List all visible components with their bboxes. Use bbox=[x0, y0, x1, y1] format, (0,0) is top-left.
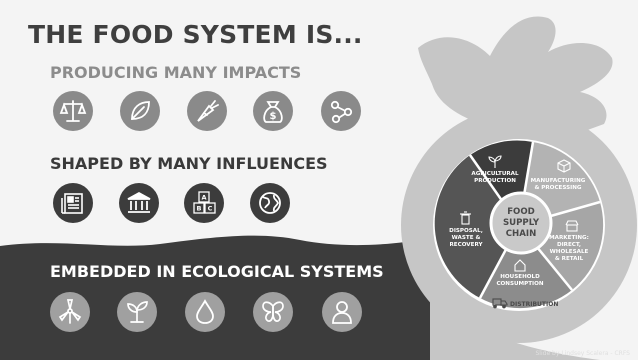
svg-text:MANUFACTURING: MANUFACTURING bbox=[531, 178, 586, 184]
svg-text:WHOLESALE: WHOLESALE bbox=[550, 249, 589, 255]
label-agricultural-production: AGRICULTURAL PRODUCTION bbox=[471, 171, 519, 184]
center-line-3: CHAIN bbox=[506, 229, 537, 239]
government-building-icon bbox=[119, 183, 159, 223]
water-drop-icon bbox=[185, 292, 225, 332]
label-household-consumption: HOUSEHOLD CONSUMPTION bbox=[496, 274, 543, 287]
section-heading-ecological: EMBEDDED IN ECOLOGICAL SYSTEMS bbox=[50, 262, 384, 281]
segment-household-consumption bbox=[480, 225, 572, 309]
center-line-2: SUPPLY bbox=[503, 218, 540, 228]
wind-turbine-icon bbox=[50, 292, 90, 332]
box-icon bbox=[557, 159, 571, 173]
leaf-icon bbox=[120, 91, 160, 131]
svg-text:DISPOSAL,: DISPOSAL, bbox=[449, 228, 483, 234]
svg-text:RECOVERY: RECOVERY bbox=[449, 242, 483, 248]
trash-icon bbox=[460, 211, 471, 225]
page-title: THE FOOD SYSTEM IS... bbox=[28, 20, 363, 49]
svg-text:PRODUCTION: PRODUCTION bbox=[474, 178, 516, 184]
svg-text:& PROCESSING: & PROCESSING bbox=[534, 185, 581, 191]
svg-text:$: $ bbox=[270, 111, 277, 122]
beet-leaves bbox=[418, 16, 613, 140]
svg-text:CONSUMPTION: CONSUMPTION bbox=[496, 281, 543, 287]
svg-text:AGRICULTURAL: AGRICULTURAL bbox=[471, 171, 519, 177]
distribution-label: DISTRIBUTION bbox=[510, 301, 558, 308]
wheel-center bbox=[489, 191, 553, 255]
newspaper-icon bbox=[53, 183, 93, 223]
abc-blocks-icon: A B C bbox=[184, 183, 224, 223]
svg-text:B: B bbox=[197, 205, 202, 213]
section-heading-influences: SHAPED BY MANY INFLUENCES bbox=[50, 154, 328, 173]
svg-text:HOUSEHOLD: HOUSEHOLD bbox=[500, 274, 540, 280]
butterfly-icon bbox=[253, 292, 293, 332]
center-line-1: FOOD bbox=[507, 207, 535, 217]
seedling-icon bbox=[117, 292, 157, 332]
label-disposal: DISPOSAL, WASTE & RECOVERY bbox=[449, 228, 483, 248]
label-manufacturing-processing: MANUFACTURING & PROCESSING bbox=[531, 178, 586, 191]
share-network-icon bbox=[321, 91, 361, 131]
scales-icon bbox=[53, 91, 93, 131]
money-bag-icon: $ bbox=[253, 91, 293, 131]
label-marketing: MARKETING: DIRECT, WHOLESALE & RETAIL bbox=[549, 235, 589, 262]
slide-credit: Slide by Lindsey Scalera - CRFS bbox=[535, 350, 631, 357]
shop-icon bbox=[565, 220, 579, 232]
svg-text:A: A bbox=[201, 194, 206, 202]
truck-icon bbox=[492, 298, 508, 309]
svg-text:WASTE &: WASTE & bbox=[452, 235, 481, 241]
svg-text:C: C bbox=[208, 205, 213, 213]
svg-text:MARKETING:: MARKETING: bbox=[549, 235, 589, 241]
carrot-icon bbox=[187, 91, 227, 131]
person-icon bbox=[322, 292, 362, 332]
house-icon bbox=[514, 259, 526, 272]
globe-icon bbox=[250, 183, 290, 223]
section-heading-impacts: PRODUCING MANY IMPACTS bbox=[50, 63, 302, 82]
svg-text:DIRECT,: DIRECT, bbox=[557, 242, 581, 248]
sprout-icon bbox=[488, 155, 502, 168]
svg-text:& RETAIL: & RETAIL bbox=[555, 256, 584, 262]
